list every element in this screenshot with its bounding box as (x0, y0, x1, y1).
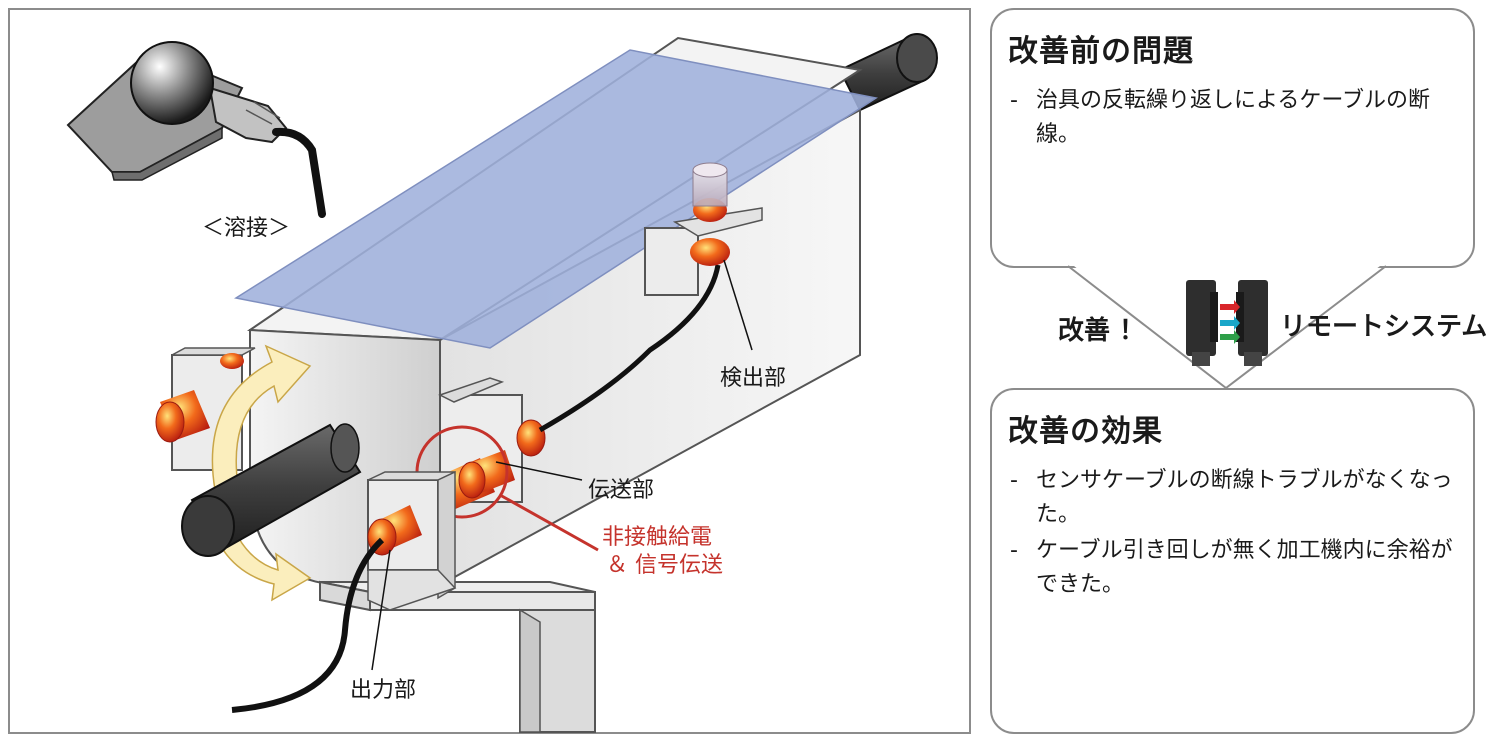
detector-leader (723, 259, 753, 351)
problem-title: 改善前の問題 (1008, 34, 1194, 69)
list-item: ケーブル引き回しが無く加工機内に余裕ができた。 (1006, 534, 1459, 602)
workpiece-panel (234, 49, 878, 349)
label-welding: ＜溶接＞ (202, 216, 291, 241)
label-contactless-line2: ＆ 信号伝送 (606, 553, 723, 578)
detector-cable (538, 264, 721, 433)
problem-list: 治具の反転繰り返しによるケーブルの断線。 (1006, 84, 1459, 152)
remote-sensor-icon (1186, 280, 1268, 366)
label-contactless-line1: 非接触給電 (602, 525, 713, 550)
back-rod (838, 33, 938, 112)
transmitter-leader (495, 461, 583, 481)
label-detector: 検出部 (720, 366, 787, 391)
label-transmitter: 伝送部 (588, 478, 655, 503)
label-remote-system: リモートシステム (1280, 312, 1488, 342)
diagram-panel: ＜溶接＞ 検出部 伝送部 非接触給電 ＆ 信号伝送 出力部 (8, 8, 971, 734)
list-item: センサケーブルの断線トラブルがなくなった。 (1006, 464, 1459, 532)
output-cable (231, 537, 385, 713)
effect-card: 改善の効果 センサケーブルの断線トラブルがなくなった。 ケーブル引き回しが無く加… (990, 388, 1475, 734)
effect-list: センサケーブルの断線トラブルがなくなった。 ケーブル引き回しが無く加工機内に余裕… (1006, 464, 1459, 602)
label-improve: 改善 ！ (1058, 316, 1146, 346)
welding-torch-icon (66, 41, 326, 218)
left-top-coil (220, 353, 244, 369)
sensor-lead (692, 162, 728, 207)
side-coil (516, 419, 546, 457)
label-output: 出力部 (350, 678, 417, 703)
problem-card: 改善前の問題 治具の反転繰り返しによるケーブルの断線。 (990, 8, 1475, 268)
base-table (319, 580, 596, 733)
output-leader (371, 549, 391, 671)
list-item: 治具の反転繰り返しによるケーブルの断線。 (1006, 84, 1459, 152)
detector-coil (690, 238, 730, 266)
callout-connector (1067, 265, 1387, 390)
effect-title: 改善の効果 (1008, 414, 1163, 449)
highlight-leader (499, 493, 599, 552)
left-side-coil (155, 390, 210, 443)
front-rod (181, 423, 362, 557)
jig-illustration (66, 33, 938, 733)
detector-bracket (644, 207, 763, 296)
